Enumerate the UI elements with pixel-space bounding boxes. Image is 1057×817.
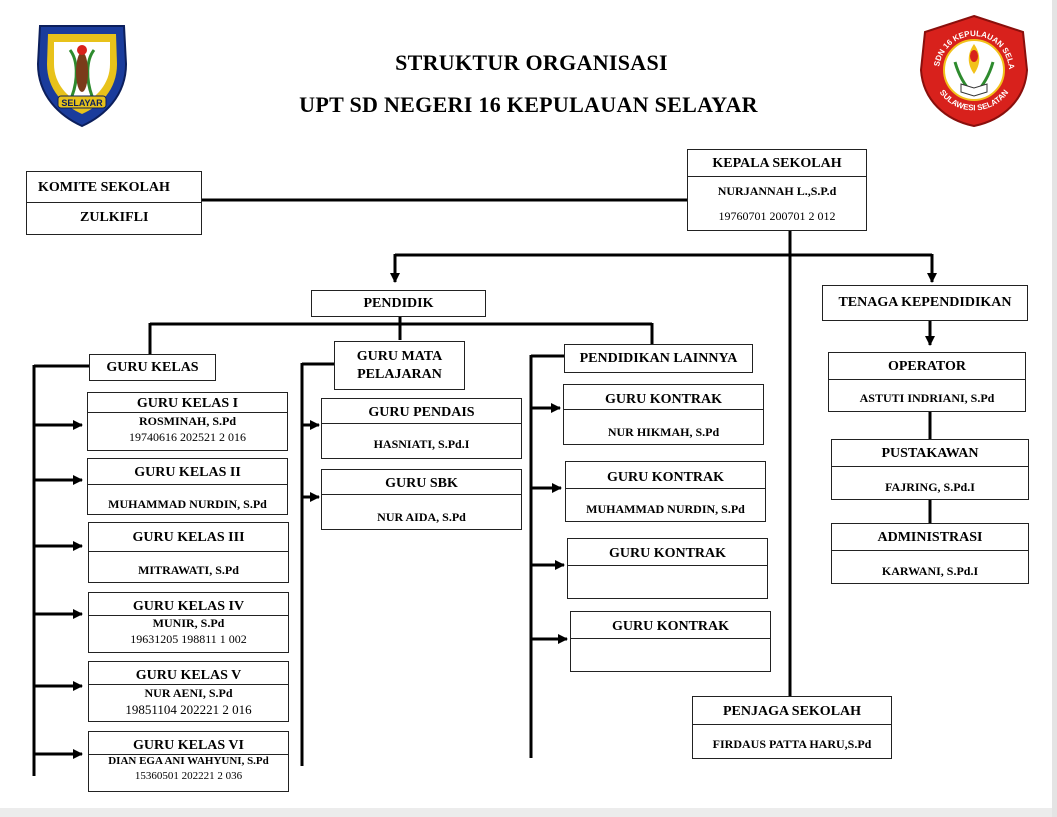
komite-title: KOMITE SEKOLAH	[38, 180, 170, 195]
kepala-title: KEPALA SEKOLAH	[712, 156, 842, 171]
guru-kelas-name: DIAN EGA ANI WAHYUNI, S.Pd	[108, 755, 269, 767]
guru-mapel-header: GURU MATA PELAJARAN	[334, 341, 465, 390]
guru-kelas-name: MITRAWATI, S.Pd	[138, 563, 239, 577]
right-edge	[1052, 0, 1057, 817]
guru-kelas-title: GURU KELAS I	[136, 396, 239, 411]
administrasi-box: ADMINISTRASI KARWANI, S.Pd.I	[831, 523, 1029, 584]
penjaga-sekolah-box: PENJAGA SEKOLAH FIRDAUS PATTA HARU,S.Pd	[692, 696, 892, 759]
guru-mapel-name: HASNIATI, S.Pd.I	[373, 437, 470, 451]
guru-kelas-5-box: GURU KELAS V NUR AENI, S.Pd 19851104 202…	[88, 661, 289, 722]
guru-pendais-box: GURU PENDAIS HASNIATI, S.Pd.I	[321, 398, 522, 459]
guru-kelas-header: GURU KELAS	[89, 354, 216, 381]
chart-subtitle: UPT SD NEGERI 16 KEPULAUAN SELAYAR	[299, 92, 758, 117]
guru-kontrak-2-box: GURU KONTRAK MUHAMMAD NURDIN, S.Pd	[565, 461, 766, 522]
guru-kontrak-name: NUR HIKMAH, S.Pd	[607, 425, 720, 439]
guru-mapel-title: GURU PENDAIS	[368, 405, 475, 420]
staff-title: ADMINISTRASI	[877, 530, 983, 545]
guru-sbk-box: GURU SBK NUR AIDA, S.Pd	[321, 469, 522, 530]
staff-name: FAJRING, S.Pd.I	[885, 480, 975, 494]
left-logo-text: SELAYAR	[61, 98, 103, 108]
penjaga-title: PENJAGA SEKOLAH	[722, 704, 862, 719]
kepala-name: NURJANNAH L.,S.P.d	[717, 184, 837, 198]
guru-kelas-name: NUR AENI, S.Pd	[144, 686, 233, 700]
guru-mapel-title-line1: GURU MATA	[356, 349, 443, 364]
kepala-nip: 19760701 200701 2 012	[718, 209, 836, 223]
guru-mapel-title: GURU SBK	[385, 476, 458, 491]
school-emblem-icon: UPT SDN 16 KEPULAUAN SELAYAR SULAWESI SE…	[915, 12, 1029, 128]
guru-mapel-name: NUR AIDA, S.Pd	[377, 510, 466, 524]
guru-kelas-nip: 19851104 202221 2 016	[125, 702, 252, 717]
guru-kontrak-name: MUHAMMAD NURDIN, S.Pd	[586, 502, 745, 516]
guru-kelas-name: ROSMINAH, S.Pd	[138, 414, 236, 428]
penjaga-name: FIRDAUS PATTA HARU,S.Pd	[712, 737, 872, 751]
bottom-edge	[0, 808, 1057, 817]
guru-kontrak-3-box: GURU KONTRAK	[567, 538, 768, 599]
guru-mapel-title-line2: PELAJARAN	[357, 367, 442, 382]
guru-kelas-nip: 15360501 202221 2 036	[134, 770, 243, 782]
guru-kontrak-title: GURU KONTRAK	[604, 392, 723, 407]
pendidik-box: PENDIDIK	[311, 290, 486, 317]
guru-kontrak-title: GURU KONTRAK	[611, 619, 730, 634]
guru-kelas-name: MUNIR, S.Pd	[152, 616, 225, 630]
komite-sekolah-box: KOMITE SEKOLAH ZULKIFLI	[26, 171, 202, 235]
staff-title: OPERATOR	[887, 359, 967, 374]
guru-kelas-title: GURU KELAS II	[134, 465, 241, 480]
pustakawan-box: PUSTAKAWAN FAJRING, S.Pd.I	[831, 439, 1029, 500]
staff-name: ASTUTI INDRIANI, S.Pd	[859, 391, 995, 405]
operator-box: OPERATOR ASTUTI INDRIANI, S.Pd	[828, 352, 1026, 412]
guru-kontrak-title: GURU KONTRAK	[608, 546, 727, 561]
komite-name: ZULKIFLI	[80, 210, 149, 225]
guru-kelas-4-box: GURU KELAS IV MUNIR, S.Pd 19631205 19881…	[88, 592, 289, 653]
guru-kontrak-4-box: GURU KONTRAK	[570, 611, 771, 672]
kepala-sekolah-box: KEPALA SEKOLAH NURJANNAH L.,S.P.d 197607…	[687, 149, 867, 231]
staff-title: PUSTAKAWAN	[881, 446, 979, 461]
tenaga-kependidikan-box: TENAGA KEPENDIDIKAN	[822, 285, 1028, 321]
guru-kelas-3-box: GURU KELAS III MITRAWATI, S.Pd	[88, 522, 289, 583]
guru-kelas-title: GURU KELAS VI	[133, 738, 244, 753]
guru-kelas-title: GURU KELAS IV	[132, 599, 245, 614]
guru-kelas-1-box: GURU KELAS I ROSMINAH, S.Pd 19740616 202…	[87, 392, 288, 451]
guru-kelas-2-box: GURU KELAS II MUHAMMAD NURDIN, S.Pd	[87, 458, 288, 515]
chart-title: STRUKTUR ORGANISASI	[395, 50, 668, 75]
pendidikan-lainnya-header: PENDIDIKAN LAINNYA	[564, 344, 753, 373]
guru-kontrak-title: GURU KONTRAK	[606, 470, 725, 485]
staff-name: KARWANI, S.Pd.I	[881, 564, 979, 578]
guru-kelas-nip: 19631205 198811 1 002	[130, 632, 247, 646]
guru-kelas-title: GURU KELAS V	[135, 668, 242, 683]
guru-kelas-6-box: GURU KELAS VI DIAN EGA ANI WAHYUNI, S.Pd…	[88, 731, 289, 792]
regency-crest-icon: SELAYAR	[36, 25, 128, 128]
guru-kelas-name: MUHAMMAD NURDIN, S.Pd	[108, 497, 267, 511]
guru-kontrak-1-box: GURU KONTRAK NUR HIKMAH, S.Pd	[563, 384, 764, 445]
guru-kelas-nip: 19740616 202521 2 016	[129, 430, 246, 444]
guru-kelas-title: GURU KELAS III	[132, 530, 245, 545]
